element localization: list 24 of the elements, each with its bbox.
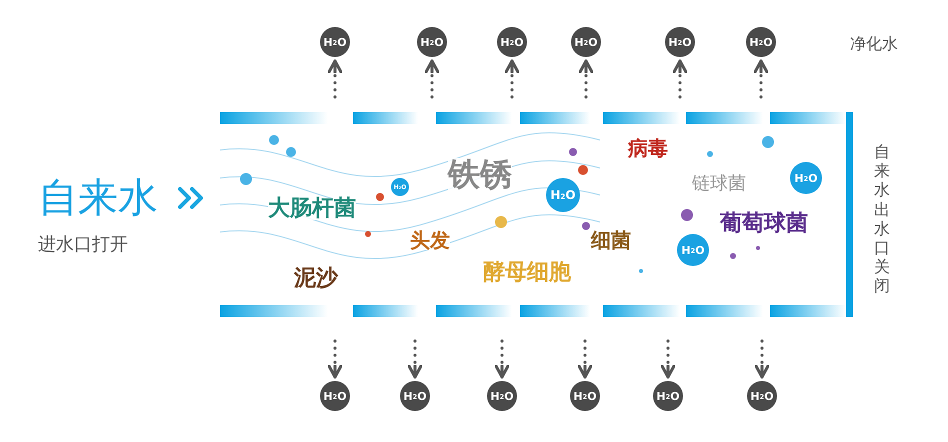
- contaminant-label: 葡萄球菌: [720, 213, 808, 235]
- arrow: [328, 340, 342, 378]
- arrow: [754, 340, 770, 378]
- arrow: [424, 60, 440, 98]
- arrow: [578, 60, 594, 98]
- contaminant-label: 头发: [410, 230, 450, 250]
- contaminant-label: 泥沙: [294, 268, 338, 290]
- arrow: [328, 60, 342, 98]
- arrow: [504, 60, 520, 98]
- contaminant-label: 大肠杆菌: [268, 198, 356, 220]
- outlet-caption: 净化水: [850, 36, 898, 52]
- outlet-caption: 自来水出水口关闭: [874, 142, 890, 296]
- arrow: [408, 340, 422, 378]
- arrow: [660, 340, 676, 378]
- arrow: [578, 340, 592, 378]
- contaminant-label: 铁锈: [448, 158, 512, 190]
- inlet-caption: 进水口打开: [38, 236, 128, 254]
- arrow: [672, 60, 688, 98]
- contaminant-label: 病毒: [628, 138, 668, 158]
- contaminant-label: 链球菌: [692, 175, 746, 193]
- contaminant-label: 酵母细胞: [483, 262, 571, 284]
- arrow: [754, 60, 768, 98]
- contaminant-label: 细菌: [591, 230, 631, 250]
- arrow: [494, 340, 510, 378]
